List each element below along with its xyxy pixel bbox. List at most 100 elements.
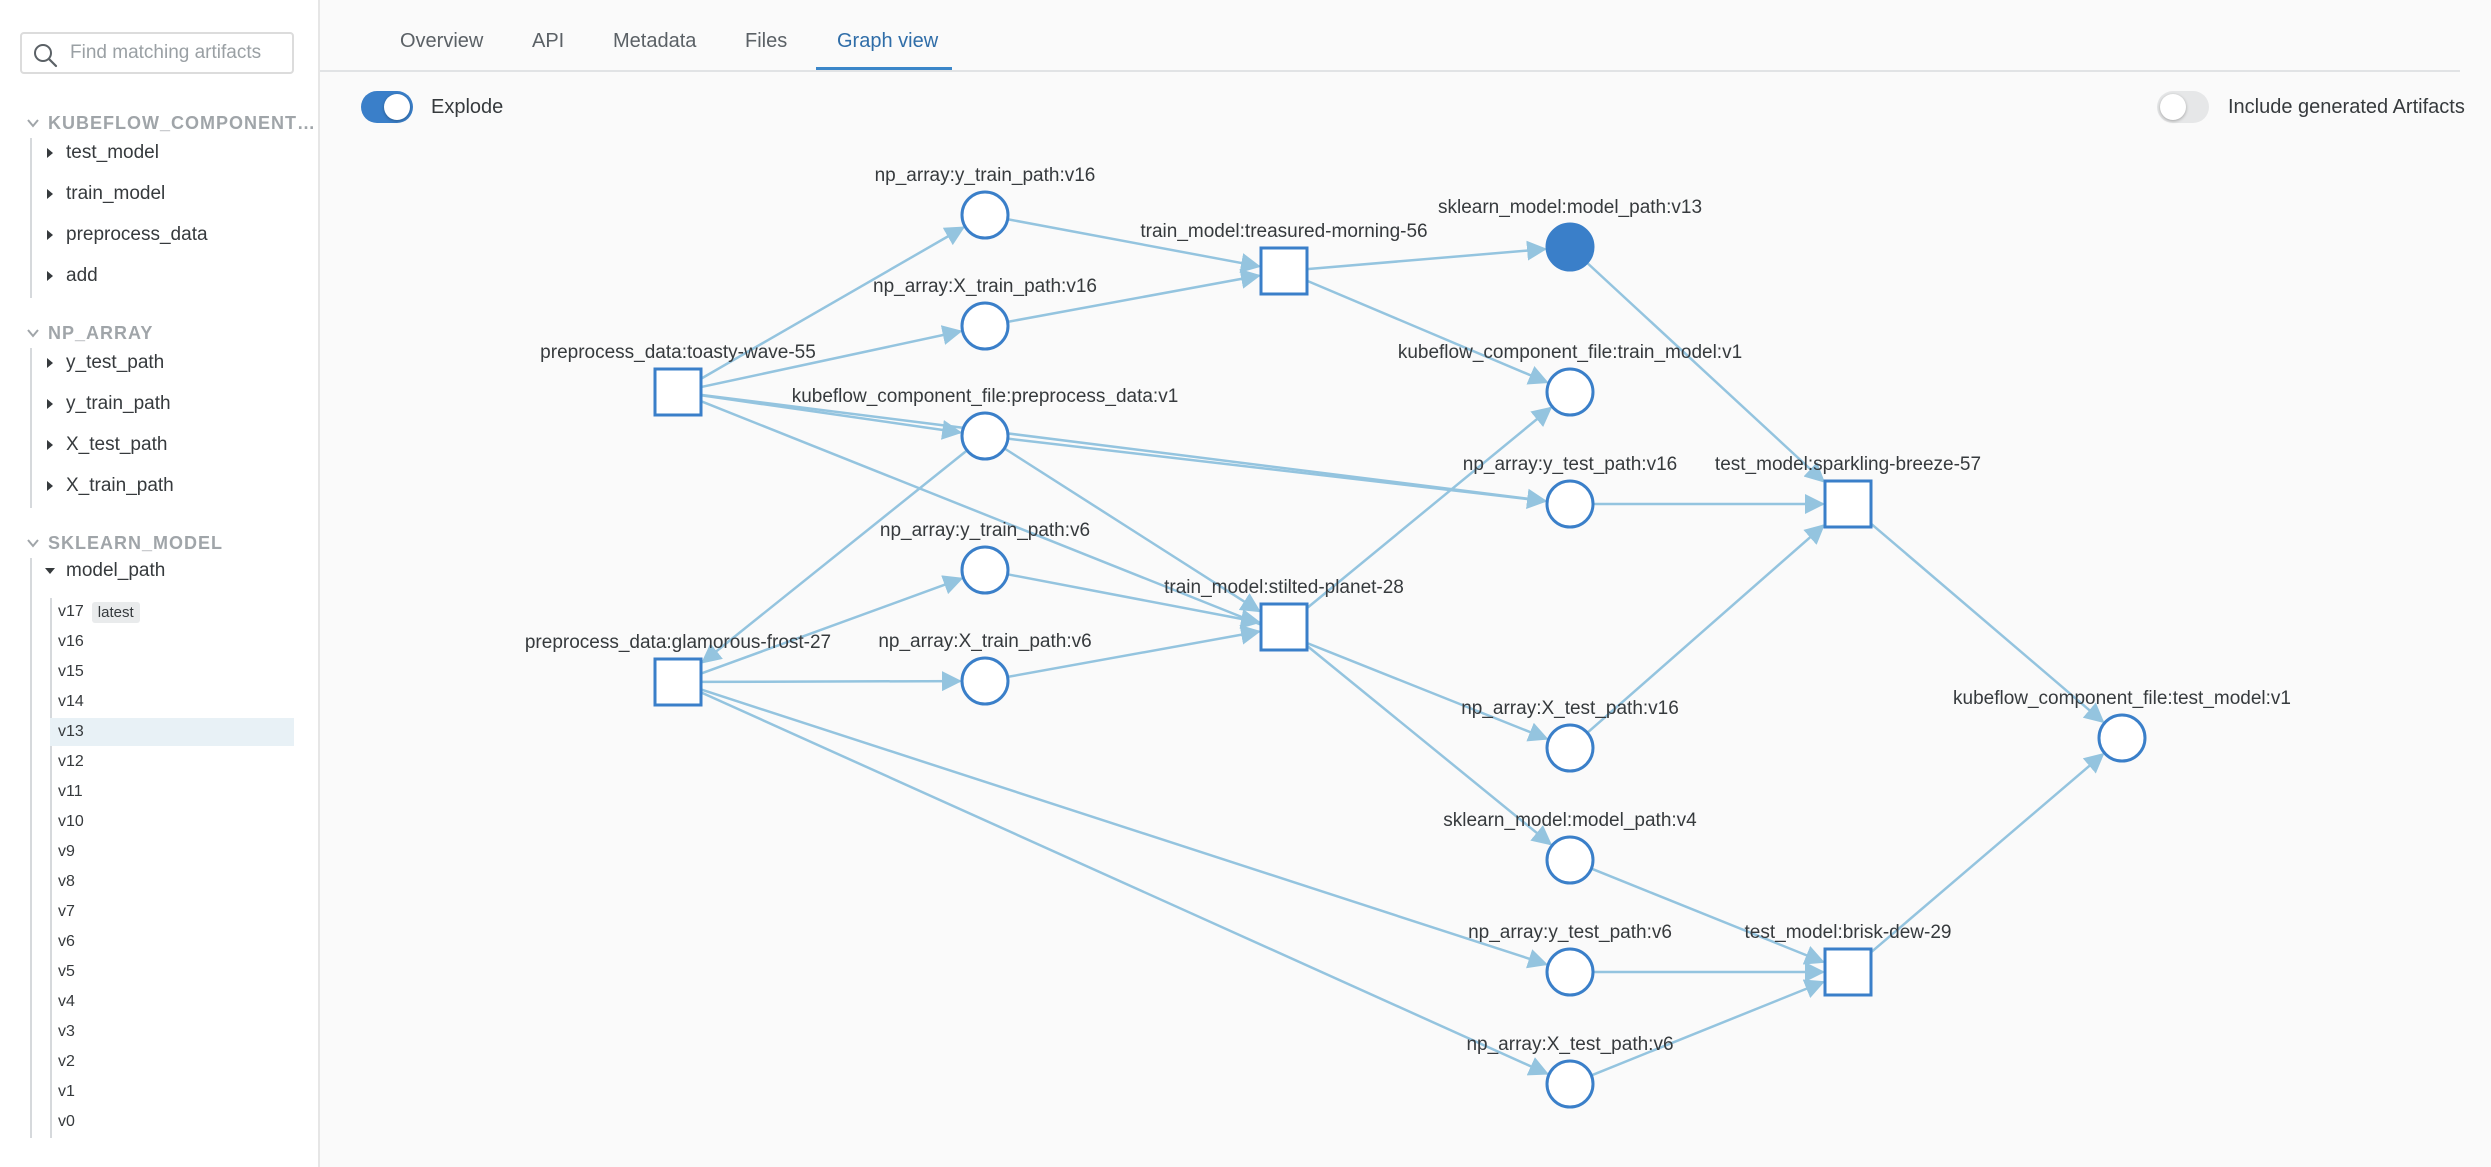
version-item-v15[interactable]: v15 bbox=[50, 658, 294, 686]
artifact-circle[interactable] bbox=[960, 656, 1010, 706]
artifact-circle[interactable] bbox=[1545, 723, 1595, 773]
section-header-kubeflow-component-file[interactable]: KUBEFLOW_COMPONENT… bbox=[26, 110, 316, 136]
version-item-v16[interactable]: v16 bbox=[50, 628, 294, 656]
version-item-v5[interactable]: v5 bbox=[50, 958, 294, 986]
node-label: np_array:X_test_path:v6 bbox=[1466, 1034, 1673, 1055]
run-node-tm1[interactable]: train_model:treasured-morning-56 bbox=[1140, 221, 1428, 296]
version-label: v2 bbox=[58, 1053, 75, 1070]
run-node-tm2[interactable]: train_model:stilted-planet-28 bbox=[1164, 577, 1404, 652]
node-label: preprocess_data:glamorous-frost-27 bbox=[525, 632, 831, 653]
type-item-label: X_train_path bbox=[66, 475, 174, 496]
run-square[interactable] bbox=[1259, 246, 1309, 296]
version-item-v13[interactable]: v13 bbox=[50, 718, 294, 746]
version-item-v1[interactable]: v1 bbox=[50, 1078, 294, 1106]
include-generated-toggle[interactable] bbox=[2157, 91, 2209, 123]
version-item-v4[interactable]: v4 bbox=[50, 988, 294, 1016]
version-label: v14 bbox=[58, 693, 84, 710]
artifact-node-yte6[interactable]: np_array:y_test_path:v6 bbox=[1468, 922, 1672, 997]
run-square[interactable] bbox=[1823, 947, 1873, 997]
version-item-v14[interactable]: v14 bbox=[50, 688, 294, 716]
section-header-sklearn-model[interactable]: SKLEARN_MODEL bbox=[26, 530, 223, 556]
type-item-preprocess-data[interactable]: preprocess_data bbox=[44, 220, 208, 250]
section-title: KUBEFLOW_COMPONENT… bbox=[48, 112, 316, 133]
artifact-node-kte[interactable]: kubeflow_component_file:test_model:v1 bbox=[1953, 688, 2291, 763]
artifact-circle[interactable] bbox=[1545, 479, 1595, 529]
run-node-pp1[interactable]: preprocess_data:toasty-wave-55 bbox=[540, 342, 816, 417]
type-item-x-train-path[interactable]: X_train_path bbox=[44, 471, 174, 501]
node-label: sklearn_model:model_path:v4 bbox=[1443, 810, 1697, 831]
section-title: NP_ARRAY bbox=[48, 322, 154, 343]
edge-te1-to-kte bbox=[1870, 522, 2105, 724]
artifact-search[interactable] bbox=[20, 32, 294, 74]
artifact-circle[interactable] bbox=[960, 411, 1010, 461]
version-label: v9 bbox=[58, 843, 75, 860]
version-item-v7[interactable]: v7 bbox=[50, 898, 294, 926]
artifact-circle[interactable] bbox=[1545, 947, 1595, 997]
artifact-node-xte16[interactable]: np_array:X_test_path:v16 bbox=[1461, 698, 1679, 773]
type-item-x-test-path[interactable]: X_test_path bbox=[44, 430, 167, 460]
search-input[interactable] bbox=[70, 38, 290, 68]
run-node-te1[interactable]: test_model:sparkling-breeze-57 bbox=[1715, 454, 1981, 529]
artifact-node-yte16[interactable]: np_array:y_test_path:v16 bbox=[1463, 454, 1677, 529]
edge-pp1-to-ytr16 bbox=[700, 226, 966, 380]
tab-metadata[interactable]: Metadata bbox=[613, 30, 697, 52]
edge-xte16-to-te1 bbox=[1586, 524, 1825, 734]
tab-graph-view[interactable]: Graph view bbox=[837, 30, 939, 52]
run-node-te2[interactable]: test_model:brisk-dew-29 bbox=[1745, 922, 1952, 997]
artifact-circle[interactable] bbox=[1545, 222, 1595, 272]
lineage-graph: preprocess_data:toasty-wave-55 preprocess… bbox=[525, 165, 2291, 1109]
type-item-label: train_model bbox=[66, 183, 166, 204]
version-item-v0[interactable]: v0 bbox=[50, 1108, 294, 1136]
type-item-model-path[interactable]: model_path bbox=[44, 556, 165, 586]
version-label: v1 bbox=[58, 1083, 75, 1100]
tree-guide bbox=[30, 138, 32, 298]
type-item-add[interactable]: add bbox=[44, 261, 98, 291]
section-header-np-array[interactable]: NP_ARRAY bbox=[26, 320, 153, 346]
version-item-v6[interactable]: v6 bbox=[50, 928, 294, 956]
artifact-node-ytr16[interactable]: np_array:y_train_path:v16 bbox=[875, 165, 1096, 240]
version-item-v10[interactable]: v10 bbox=[50, 808, 294, 836]
artifact-circle[interactable] bbox=[960, 190, 1010, 240]
version-item-v9[interactable]: v9 bbox=[50, 838, 294, 866]
version-item-v2[interactable]: v2 bbox=[50, 1048, 294, 1076]
version-item-v8[interactable]: v8 bbox=[50, 868, 294, 896]
version-label: v12 bbox=[58, 753, 84, 770]
artifact-node-sk4[interactable]: sklearn_model:model_path:v4 bbox=[1443, 810, 1697, 885]
run-node-pp2[interactable]: preprocess_data:glamorous-frost-27 bbox=[525, 632, 831, 707]
toggle-knob bbox=[2160, 94, 2186, 120]
tab-files[interactable]: Files bbox=[745, 30, 788, 52]
artifact-node-sk13[interactable]: sklearn_model:model_path:v13 bbox=[1438, 197, 1702, 272]
artifact-circle[interactable] bbox=[1545, 835, 1595, 885]
artifact-circle[interactable] bbox=[1545, 1059, 1595, 1109]
version-item-v3[interactable]: v3 bbox=[50, 1018, 294, 1046]
explode-toggle[interactable] bbox=[361, 91, 413, 123]
artifact-node-kpp[interactable]: kubeflow_component_file:preprocess_data:… bbox=[792, 386, 1179, 461]
artifact-circle[interactable] bbox=[2097, 713, 2147, 763]
artifact-node-ktm[interactable]: kubeflow_component_file:train_model:v1 bbox=[1398, 342, 1742, 417]
artifact-circle[interactable] bbox=[1545, 367, 1595, 417]
type-item-label: y_test_path bbox=[66, 352, 165, 373]
artifact-node-xtr6[interactable]: np_array:X_train_path:v6 bbox=[878, 631, 1092, 706]
run-square[interactable] bbox=[653, 367, 703, 417]
run-square[interactable] bbox=[653, 657, 703, 707]
artifact-circle[interactable] bbox=[960, 545, 1010, 595]
artifact-circle[interactable] bbox=[960, 301, 1010, 351]
version-item-v12[interactable]: v12 bbox=[50, 748, 294, 776]
version-item-v11[interactable]: v11 bbox=[50, 778, 294, 806]
artifact-node-ytr6[interactable]: np_array:y_train_path:v6 bbox=[880, 520, 1090, 595]
edge-tm1-to-sk13 bbox=[1306, 240, 1548, 271]
node-label: np_array:y_test_path:v16 bbox=[1463, 454, 1677, 475]
run-square[interactable] bbox=[1259, 602, 1309, 652]
run-square[interactable] bbox=[1823, 479, 1873, 529]
tab-api[interactable]: API bbox=[532, 30, 565, 52]
node-label: train_model:treasured-morning-56 bbox=[1140, 221, 1427, 242]
type-item-train-model[interactable]: train_model bbox=[44, 179, 165, 209]
edge-pp2-to-xtr6 bbox=[700, 671, 963, 692]
tab-overview[interactable]: Overview bbox=[400, 30, 484, 52]
type-item-y-test-path[interactable]: y_test_path bbox=[44, 348, 164, 378]
artifact-node-xte6[interactable]: np_array:X_test_path:v6 bbox=[1466, 1034, 1674, 1109]
type-item-test-model[interactable]: test_model bbox=[44, 138, 159, 168]
type-item-y-train-path[interactable]: y_train_path bbox=[44, 389, 171, 419]
artifact-node-xtr16[interactable]: np_array:X_train_path:v16 bbox=[873, 276, 1097, 351]
